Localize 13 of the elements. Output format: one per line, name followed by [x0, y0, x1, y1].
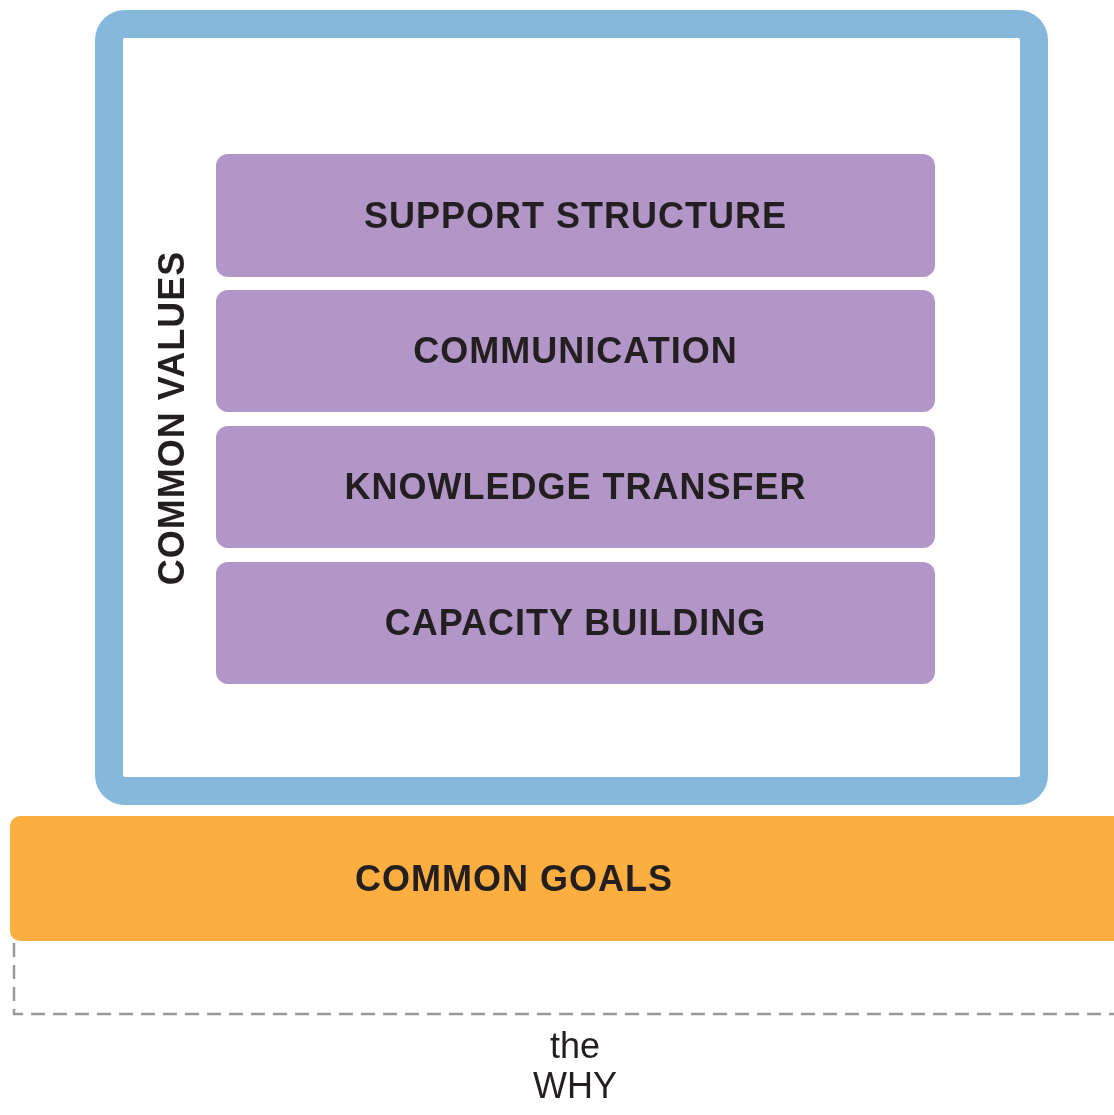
layer-title: CAPACITY BUILDING [384, 602, 767, 644]
bracket-label: the WHY [532, 1026, 618, 1106]
layer-box [216, 426, 935, 548]
layer-box [216, 290, 935, 412]
frame-box [95, 10, 1048, 805]
layer-title: COMMUNICATION [413, 330, 738, 372]
layer-title: SUPPORT STRUCTURE [364, 194, 787, 237]
layer-title: COMMON GOALS [355, 857, 673, 900]
layer-box [216, 562, 935, 684]
side-title: COMMON VALUES [151, 250, 193, 586]
layer-title: KNOWLEDGE TRANSFER [344, 466, 807, 508]
base-bar [10, 816, 1114, 941]
layer-box [216, 154, 935, 277]
